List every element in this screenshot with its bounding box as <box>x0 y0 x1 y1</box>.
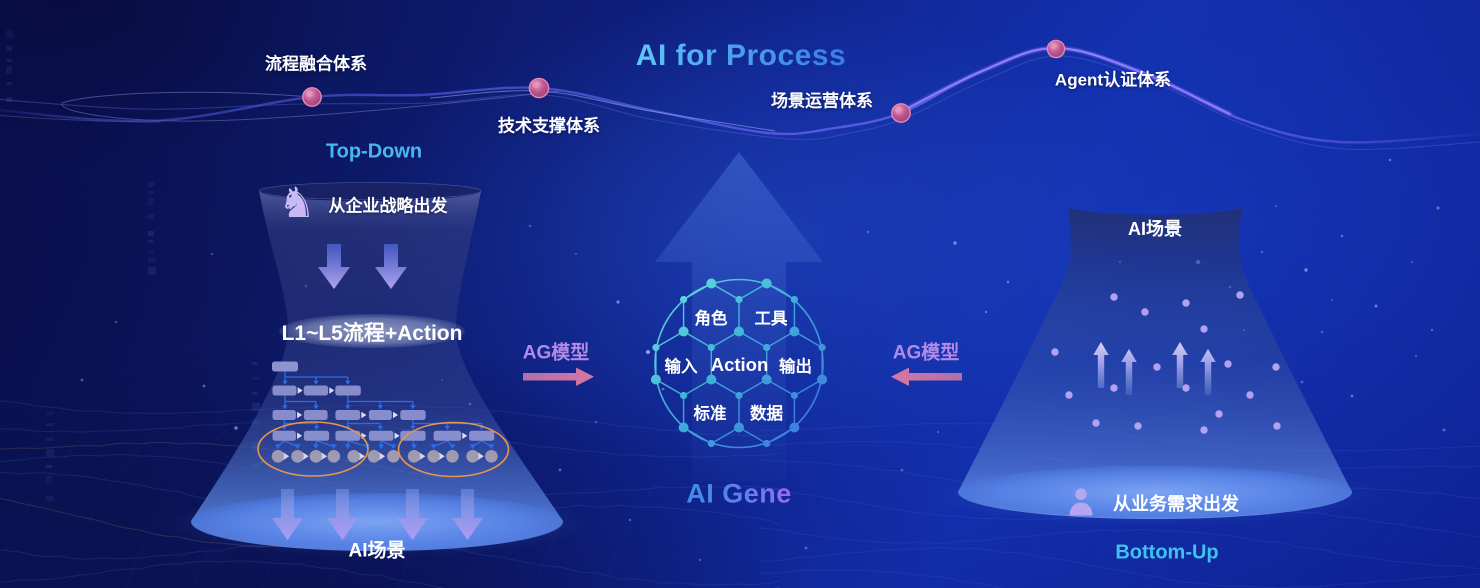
demand-scatter-dots <box>1051 291 1281 434</box>
right-funnel-base <box>958 466 1352 518</box>
knight-icon: ♞ <box>278 178 316 227</box>
right-funnel <box>931 206 1379 526</box>
highlight-ellipse-right <box>397 421 510 478</box>
process-pill-label: L1~L5流程+Action <box>281 322 463 345</box>
top-down-heading: Top-Down <box>325 140 423 163</box>
milestone-dot <box>1046 39 1066 59</box>
milestone-label-3: 场景运营体系 <box>771 91 873 111</box>
scene-down-arrows <box>272 489 483 540</box>
process-tree <box>257 361 510 478</box>
person-icon <box>1069 488 1093 516</box>
gene-molecule <box>650 278 828 449</box>
sparkles <box>80 158 1446 562</box>
milestone-label-4: Agent认证体系 <box>1054 70 1172 90</box>
page-title: AI for Process <box>635 39 847 72</box>
demand-label: 从业务需求出发 <box>1113 494 1239 514</box>
gene-label-output: 输出 <box>779 357 812 376</box>
milestone-dot <box>302 87 322 107</box>
highlight-ellipse-left <box>257 421 369 477</box>
milestone-label-2: 技术支撑体系 <box>498 116 600 136</box>
gene-label-standard: 标准 <box>693 405 727 423</box>
gene-label-tool: 工具 <box>754 310 788 328</box>
strategy-label: 从企业战略出发 <box>328 196 448 216</box>
milestone-dot <box>528 77 550 99</box>
strategy-down-arrows <box>318 244 407 289</box>
ag-model-label-right: AG模型 <box>892 342 960 364</box>
ag-arrow-right-icon <box>523 367 594 386</box>
gene-label-action: Action <box>710 353 769 375</box>
ai-gene-caption: AI Gene <box>686 478 792 509</box>
wave-ribbon <box>0 39 1480 150</box>
gene-label-data: 数据 <box>750 405 783 423</box>
demand-up-arrows <box>1093 342 1216 395</box>
left-ai-scene-label: AI场景 <box>348 540 406 562</box>
gene-label-input: 输入 <box>664 357 698 376</box>
left-funnel-top-rim <box>258 182 482 200</box>
gene-label-role: 角色 <box>694 310 728 328</box>
ag-model-label-left: AG模型 <box>522 342 590 364</box>
milestone-label-1: 流程融合体系 <box>265 54 367 74</box>
right-ai-scene-label: AI场景 <box>1128 219 1182 239</box>
milestone-dot <box>891 103 911 123</box>
svg-text:♞: ♞ <box>278 178 316 227</box>
process-pill <box>279 314 465 348</box>
ag-arrow-left-icon <box>891 367 962 386</box>
bottom-up-heading: Bottom-Up <box>1115 541 1219 564</box>
left-funnel: ♞ <box>163 178 591 557</box>
